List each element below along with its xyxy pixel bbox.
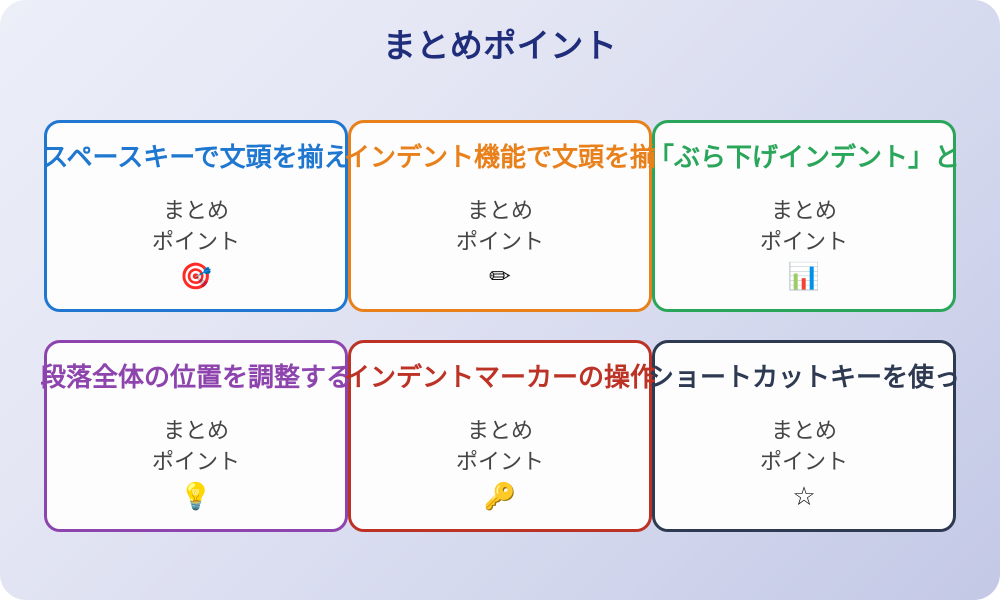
summary-card-inner: インデントマーカーの操作 まとめ ポイント 🔑 (345, 343, 655, 529)
summary-card[interactable]: インデント機能で文頭を揃 まとめ ポイント ✏ (345, 120, 655, 312)
key-icon: 🔑 (483, 481, 517, 511)
summary-card-title-clip: ショートカットキーを使っ (649, 357, 959, 397)
summary-card-inner: スペースキーで文頭を揃え まとめ ポイント 🎯 (42, 123, 349, 309)
summary-card-body: まとめ ポイント (759, 198, 848, 255)
summary-card-title: インデントマーカーの操作 (345, 362, 655, 392)
summary-card[interactable]: スペースキーで文頭を揃え まとめ ポイント 🎯 (42, 120, 350, 312)
summary-card-title: スペースキーで文頭を揃え (42, 142, 350, 172)
summary-card-body: まとめ ポイント (151, 418, 240, 475)
summary-card[interactable]: インデントマーカーの操作 まとめ ポイント 🔑 (345, 340, 655, 532)
bar-chart-icon: 📊 (787, 261, 821, 291)
summary-card-body: まとめ ポイント (455, 418, 544, 475)
summary-card-title: ショートカットキーを使っ (649, 362, 959, 392)
summary-card-title-clip: スペースキーで文頭を揃え (41, 137, 351, 177)
summary-card-body: まとめ ポイント (759, 418, 848, 475)
summary-card-title-clip: インデントマーカーの操作 (345, 357, 655, 397)
summary-card-body: まとめ ポイント (455, 198, 544, 255)
summary-card-title-clip: インデント機能で文頭を揃 (345, 137, 655, 177)
summary-card-inner: 「ぶら下げインデント」と まとめ ポイント 📊 (649, 123, 959, 309)
lightbulb-icon: 💡 (179, 481, 213, 511)
summary-card-body: まとめ ポイント (151, 198, 240, 255)
summary-card-title: インデント機能で文頭を揃 (345, 142, 655, 172)
summary-card-inner: 段落全体の位置を調整する まとめ ポイント 💡 (41, 343, 351, 529)
summary-card-title-clip: 「ぶら下げインデント」と (649, 137, 959, 177)
star-icon: ☆ (792, 481, 816, 511)
summary-card-title: 「ぶら下げインデント」と (649, 142, 959, 172)
summary-card[interactable]: 「ぶら下げインデント」と まとめ ポイント 📊 (649, 120, 959, 312)
summary-card[interactable]: 段落全体の位置を調整する まとめ ポイント 💡 (41, 340, 351, 532)
summary-card-inner: インデント機能で文頭を揃 まとめ ポイント ✏ (345, 123, 655, 309)
summary-point-card-grid: スペースキーで文頭を揃え まとめ ポイント 🎯 インデント機能で文頭を揃 まとめ… (41, 120, 959, 532)
pencil-icon: ✏ (489, 261, 511, 291)
dart-target-icon: 🎯 (179, 261, 213, 291)
summary-card-title: 段落全体の位置を調整する (41, 362, 351, 392)
summary-card-title-clip: 段落全体の位置を調整する (41, 357, 351, 397)
page-title: まとめポイント (382, 27, 618, 64)
summary-card-inner: ショートカットキーを使っ まとめ ポイント ☆ (649, 343, 959, 529)
summary-card[interactable]: ショートカットキーを使っ まとめ ポイント ☆ (649, 340, 959, 532)
